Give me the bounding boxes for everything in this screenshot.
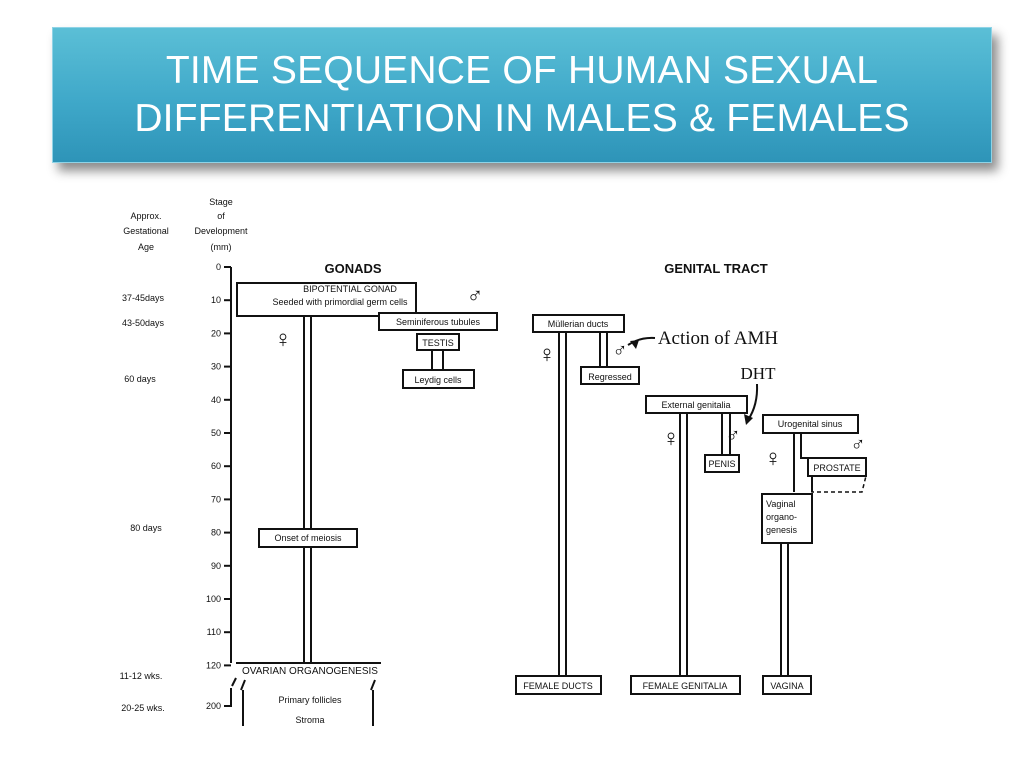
stage-tick-label: 120: [206, 660, 221, 670]
title-banner: TIME SEQUENCE OF HUMAN SEXUAL DIFFERENTI…: [52, 27, 992, 163]
vaginal-organogenesis-label-3: genesis: [766, 525, 798, 535]
gonads-section: GONADS BIPOTENTIAL GONAD Seeded with pri…: [236, 261, 498, 726]
axis-lower-segment: [224, 688, 232, 707]
age-header-line-3: Age: [138, 242, 154, 252]
male-symbol: ♂: [851, 434, 866, 456]
bipotential-gonad-label: BIPOTENTIAL GONAD: [303, 284, 397, 294]
seminiferous-tubules-label: Seminiferous tubules: [396, 317, 481, 327]
vaginal-organogenesis-label-2: organo-: [766, 512, 797, 522]
ovary-bracket-lines: [240, 679, 376, 726]
mullerian-male-lines: [599, 332, 608, 366]
female-ducts-label: FEMALE DUCTS: [523, 681, 593, 691]
age-label: 43-50days: [122, 318, 165, 328]
stage-header-line-1: Stage: [209, 197, 233, 207]
dht-arrow-head: [744, 414, 753, 425]
primary-follicles-label: Primary follicles: [278, 695, 342, 705]
stroma-label: Stroma: [295, 715, 324, 725]
vagina-box: [762, 675, 812, 695]
female-symbol: ♀: [538, 342, 556, 368]
regressed-label: Regressed: [588, 372, 632, 382]
dht-label: DHT: [741, 364, 777, 383]
slide-title: TIME SEQUENCE OF HUMAN SEXUAL DIFFERENTI…: [134, 47, 909, 143]
vaginal-organogenesis-label-1: Vaginal: [766, 499, 795, 509]
mullerian-ducts-label: Müllerian ducts: [548, 319, 609, 329]
stage-column-header: Stage of Development (mm): [194, 197, 248, 252]
female-genitalia-label: FEMALE GENITALIA: [643, 681, 728, 691]
gonads-header: GONADS: [324, 261, 381, 276]
ovarian-organogenesis-label: OVARIAN ORGANOGENESIS: [242, 666, 378, 677]
stage-tick-label: 60: [211, 461, 221, 471]
external-genitalia-label: External genitalia: [661, 400, 730, 410]
age-label: 11-12 wks.: [120, 671, 163, 681]
title-line-2: DIFFERENTIATION IN MALES & FEMALES: [134, 97, 910, 140]
stage-tick-label: 10: [211, 295, 221, 305]
mullerian-ducts-box: [532, 314, 625, 333]
male-symbol: ♂: [613, 340, 628, 362]
leydig-cells-box: [402, 369, 475, 389]
age-column-header: Approx. Gestational Age: [123, 211, 169, 252]
stage-tick-label: 100: [206, 594, 221, 604]
vagina-lines: [780, 543, 789, 676]
stage-tick-label: 20: [211, 328, 221, 338]
female-symbol: ♀: [764, 446, 782, 472]
age-label: 37-45days: [122, 293, 165, 303]
mullerian-female-lines: [558, 332, 567, 676]
male-symbol: ♂: [467, 283, 484, 308]
age-header-line-1: Approx.: [130, 211, 161, 221]
regressed-box: [580, 366, 640, 385]
female-genitalia-box: [630, 675, 741, 695]
stage-tick-label: 80: [211, 528, 221, 538]
stage-tick-label: 0: [216, 262, 221, 272]
urogenital-sinus-label: Urogenital sinus: [778, 419, 843, 429]
male-symbol: ♂: [726, 425, 741, 447]
stage-tick-label: 50: [211, 428, 221, 438]
genital-tract-header: GENITAL TRACT: [664, 261, 768, 276]
stage-header-line-4: (mm): [211, 242, 232, 252]
amh-arrow-line: [627, 336, 656, 346]
title-line-1: TIME SEQUENCE OF HUMAN SEXUAL: [165, 49, 879, 92]
penis-lines: [721, 413, 731, 455]
age-labels: 37-45days 43-50days 60 days 80 days 11-1…: [120, 293, 165, 713]
amh-arrow-head: [630, 340, 639, 349]
external-genitalia-box: [645, 395, 748, 414]
testis-box: [416, 333, 460, 351]
seeded-germ-cells-label: Seeded with primordial germ cells: [272, 297, 408, 307]
female-symbol: ♀: [662, 426, 680, 452]
onset-meiosis-box: [258, 528, 358, 548]
stage-header-line-2: of: [217, 211, 225, 221]
action-of-amh-label: Action of AMH: [658, 328, 779, 349]
female-genitalia-lines: [679, 413, 688, 676]
stage-header-line-3: Development: [194, 226, 248, 236]
testis-to-leydig-lines: [431, 350, 444, 372]
seminiferous-tubules-box: [378, 312, 498, 331]
stage-tick-label: 70: [211, 494, 221, 504]
penis-box: [704, 454, 740, 473]
penis-label: PENIS: [708, 459, 735, 469]
genital-tract-section: GENITAL TRACT Müllerian ducts ♀ ♂ Action…: [515, 261, 867, 695]
prostate-label: PROSTATE: [813, 463, 860, 473]
prostate-box: [807, 457, 867, 477]
axis-break-mark: [231, 677, 237, 687]
age-label: 80 days: [130, 523, 162, 533]
female-ducts-box: [515, 675, 602, 695]
stage-tick-label: 90: [211, 561, 221, 571]
age-label: 20-25 wks.: [121, 703, 165, 713]
stage-tick-label: 200: [206, 701, 221, 711]
prostate-dashed-outline: [811, 475, 867, 493]
urogenital-sinus-box: [762, 414, 859, 434]
dht-arrow-line: [747, 383, 759, 421]
stage-tick-label: 110: [207, 627, 221, 637]
stage-axis: 0 10 20 30 40 50 60 70 80 90 100 110 120 200: [206, 262, 237, 711]
age-label: 60 days: [124, 374, 156, 384]
testis-label: TESTIS: [422, 338, 454, 348]
vaginal-organogenesis-box: [761, 493, 813, 544]
female-symbol: ♀: [274, 327, 292, 353]
vagina-label: VAGINA: [770, 681, 803, 691]
onset-meiosis-label: Onset of meiosis: [274, 533, 342, 543]
stage-tick-label: 40: [211, 395, 221, 405]
stage-tick-label: 30: [211, 362, 221, 372]
leydig-cells-label: Leydig cells: [414, 375, 462, 385]
age-header-line-2: Gestational: [123, 226, 169, 236]
